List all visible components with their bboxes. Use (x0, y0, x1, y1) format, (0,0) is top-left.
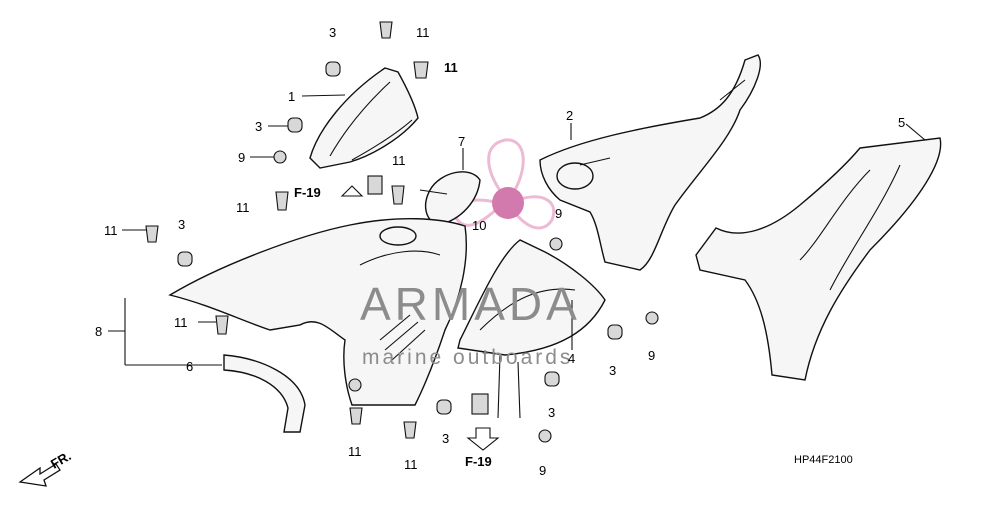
callout-3: 3 (178, 217, 185, 232)
bolt (273, 150, 287, 164)
leader-lines (108, 94, 926, 419)
callout-3: 3 (548, 405, 555, 420)
callout-3: 3 (329, 25, 336, 40)
bolt (549, 237, 563, 251)
callout-11: 11 (416, 25, 430, 40)
part-6-trim-strip (223, 354, 306, 433)
ref-label-f19: F-19 (294, 185, 321, 200)
callout-11: 11 (444, 60, 458, 75)
grommet (544, 371, 560, 387)
callout-2: 2 (566, 108, 573, 123)
callout-11: 11 (236, 200, 250, 215)
callout-3: 3 (609, 363, 616, 378)
watermark-tagline: marine outboards (362, 346, 573, 369)
callout-9: 9 (539, 463, 546, 478)
ref-label-f19: F-19 (465, 454, 492, 469)
clip-nut (471, 393, 489, 415)
callout-11: 11 (174, 315, 188, 330)
callout-8: 8 (95, 324, 102, 339)
part-2-side-fairing (539, 54, 761, 271)
callout-3: 3 (442, 431, 449, 446)
callout-9: 9 (555, 206, 562, 221)
grommet (607, 324, 623, 340)
callout-9: 9 (238, 150, 245, 165)
callout-5: 5 (898, 115, 905, 130)
front-arrow-icon (18, 463, 61, 487)
bolt (538, 429, 552, 443)
callout-11: 11 (348, 444, 362, 459)
callout-3: 3 (255, 119, 262, 134)
clip (403, 421, 417, 439)
callout-11: 11 (104, 223, 118, 238)
grommet (177, 251, 193, 267)
grommet (287, 117, 303, 133)
clip (413, 61, 429, 79)
callout-4: 4 (568, 351, 575, 366)
part-5-side-panel (695, 137, 942, 381)
grommet (325, 61, 341, 77)
part-1-front-cover (309, 67, 419, 169)
callout-1: 1 (288, 89, 295, 104)
clip (379, 21, 393, 39)
part-4-under-cover (457, 239, 606, 356)
callout-11: 11 (404, 457, 418, 472)
clip-nut (367, 175, 383, 195)
callout-10: 10 (472, 218, 486, 233)
grommet (436, 399, 452, 415)
diagram-code: HP44F2100 (794, 454, 853, 466)
part-8-lower-cover (168, 217, 467, 406)
callout-7: 7 (458, 134, 465, 149)
clip (349, 407, 363, 425)
clip (275, 191, 289, 211)
callout-6: 6 (186, 359, 193, 374)
clip (215, 315, 229, 335)
callout-11: 11 (392, 153, 406, 168)
f19-arrow-icon (466, 427, 500, 451)
part-7-small-cover (424, 171, 481, 226)
clip (391, 185, 405, 205)
watermark-brand: ARMADA (360, 278, 581, 330)
clip (145, 225, 159, 243)
bolt (645, 311, 659, 325)
callout-9: 9 (648, 348, 655, 363)
